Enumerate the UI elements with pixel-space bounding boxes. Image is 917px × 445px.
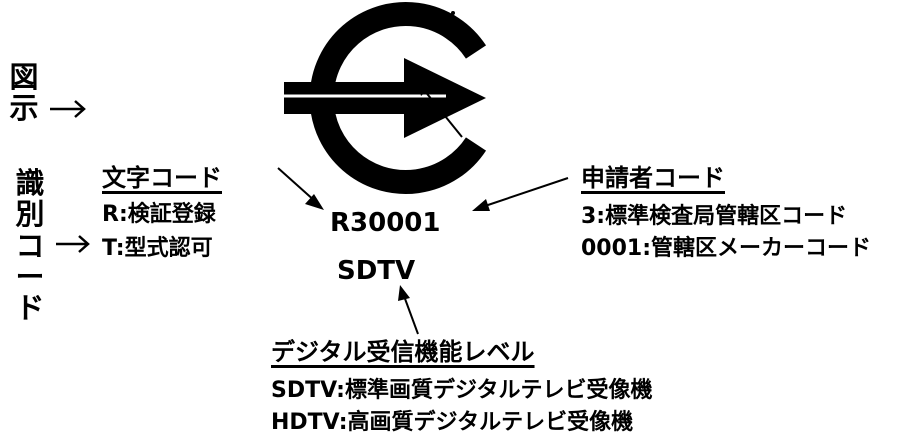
digital-level-line: SDTV:標準画質デジタルテレビ受像機 [271,378,653,403]
center-code-number: R30001 [330,208,441,238]
arrow-zushi [50,100,86,118]
applicant-code-line: 3:標準検査局管轄区コード [581,204,848,229]
logo-arrow-head [404,58,486,138]
label-shikibetsu-char: 別 [15,197,45,232]
digital-level-title: デジタル受信機能レベル [271,338,535,366]
arrow-logo-head [417,80,431,96]
label-shikibetsu-char: ド [15,291,45,326]
label-zushi-char: 図 [9,60,39,94]
pointer-arrows [277,80,569,335]
center-code-resolution: SDTV [337,256,416,286]
label-zushi-char: 示 [9,91,39,126]
arrow-applicant-line [481,177,569,208]
character-code-line: R:検証登録 [102,202,216,227]
left-arrows [50,100,90,253]
arrow-level-head [398,285,410,301]
label-shikibetsu-char: コ [15,228,45,263]
arrow-logo-line [423,89,463,138]
arrow-applicant-head [472,199,490,211]
digital-level-line: HDTV:高画質デジタルテレビ受像機 [271,410,634,435]
applicant-code-line: 0001:管轄区メーカーコード [581,236,872,261]
label-shikibetsu-char: 識 [15,166,45,200]
arrow-character-code-head [305,194,324,210]
logo-dot [451,11,455,15]
logo-arrow-shaft [284,82,404,114]
arrow-character-code-line [277,167,317,203]
arrow-shikibetsu [56,235,90,253]
label-shikibetsu-char: ー [15,259,45,294]
applicant-code-title: 申請者コード [581,164,725,192]
arrow-level-line [403,295,419,335]
character-code-title: 文字コード [102,164,222,192]
label-shikibetsu-code: 識 別 コ ー ド [10,166,50,326]
label-zushi: 図 示 [4,60,44,126]
certification-logo [284,2,487,194]
character-code-line: T:型式認可 [102,236,213,261]
